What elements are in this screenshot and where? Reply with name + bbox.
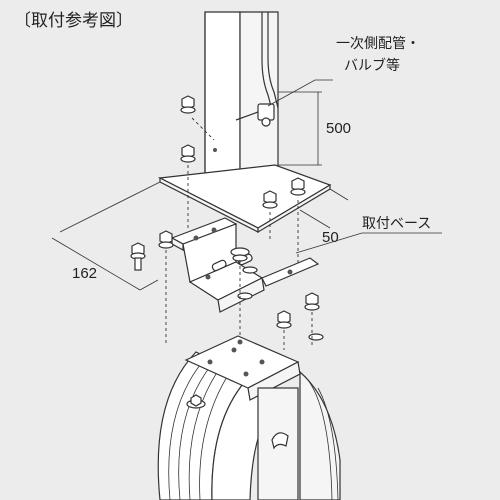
curved-cover bbox=[157, 335, 341, 500]
diagram-title: 〔取付参考図〕 bbox=[14, 11, 133, 31]
top-bolts bbox=[180, 95, 306, 209]
side-bolts bbox=[130, 230, 324, 341]
width-dimension bbox=[51, 181, 161, 291]
primary-pipe bbox=[235, 12, 279, 127]
piping-leader-line bbox=[267, 79, 333, 107]
height-dimension bbox=[278, 91, 322, 166]
depth-dimension bbox=[299, 188, 349, 229]
piping-label-line1: 一次側配管・ bbox=[336, 36, 420, 52]
mounting-base-leader-line bbox=[295, 232, 442, 254]
base-plate bbox=[157, 148, 332, 234]
piping-label-line2: バルブ等 bbox=[344, 57, 400, 74]
mounting-base-label: 取付ベース bbox=[362, 216, 431, 232]
depth-dimension-value: 50 bbox=[322, 229, 339, 246]
width-dimension-value: 162 bbox=[72, 265, 97, 282]
height-dimension-value: 500 bbox=[326, 120, 351, 137]
